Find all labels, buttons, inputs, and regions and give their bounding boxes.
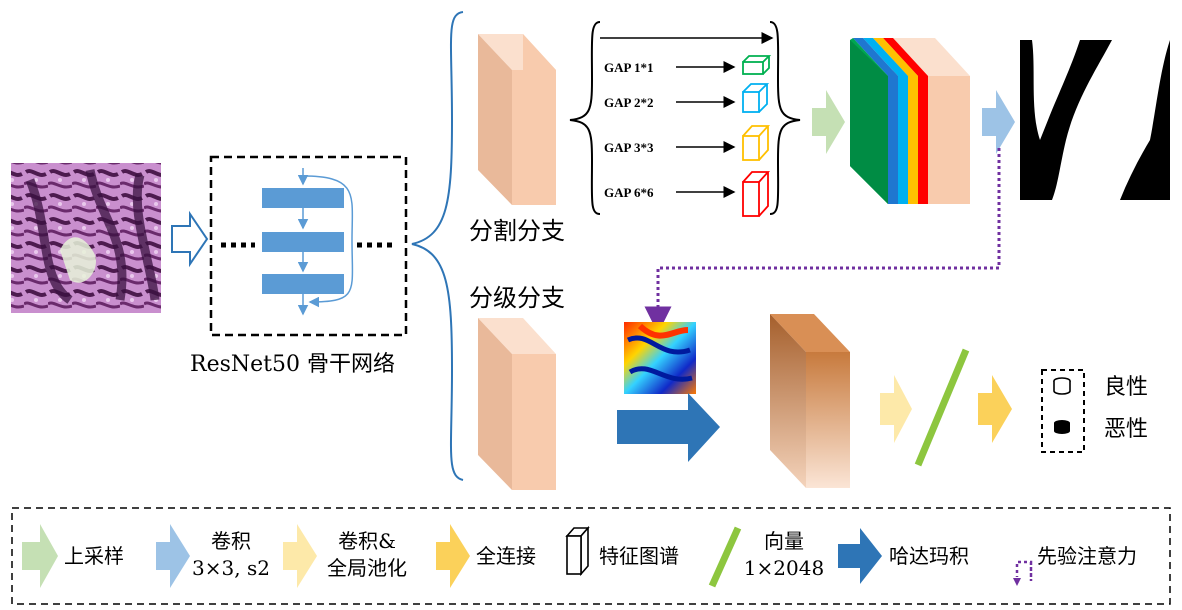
gap-cube-4 <box>742 171 771 217</box>
legend-conv-pool-icon <box>283 524 317 588</box>
fc-arrow <box>978 375 1012 443</box>
legend-box <box>11 507 1171 605</box>
legend-vector-icon <box>708 526 742 588</box>
seg-feature-stack <box>850 38 970 204</box>
legend-feature-map-label: 特征图谱 <box>599 544 679 568</box>
seg-feature-block <box>478 34 556 205</box>
cls-gradient-block <box>770 314 850 488</box>
gap-cube-1 <box>742 55 772 75</box>
gap-left-brace <box>569 21 601 215</box>
legend-conv-pool-label-1: 卷积& <box>338 529 396 553</box>
legend-attention-arrow <box>1013 578 1021 586</box>
legend-hadamard-label: 哈达玛积 <box>889 544 969 568</box>
legend-attention-icon <box>1015 560 1033 581</box>
hadamard-arrow <box>617 393 720 462</box>
gap-label-4: GAP 6*6 <box>604 185 654 200</box>
legend-vector-label-2: 1×2048 <box>743 556 825 580</box>
input-arrow <box>171 210 209 268</box>
upsample-arrow <box>812 90 845 154</box>
gap-cube-2 <box>742 83 770 113</box>
backbone-label: ResNet50 骨干网络 <box>190 352 395 377</box>
gap-cube-3 <box>742 125 771 161</box>
malignant-label: 恶性 <box>1104 417 1149 442</box>
legend-upsample-label: 上采样 <box>64 544 124 568</box>
legend-hadamard-icon <box>838 528 882 584</box>
legend-feature-map-icon <box>565 525 590 577</box>
cls-feature-block <box>478 318 556 490</box>
gap-label-2: GAP 2*2 <box>604 95 654 110</box>
feature-vector <box>914 348 970 467</box>
conv-arrow <box>982 90 1015 154</box>
legend-conv-icon <box>156 524 190 588</box>
classification-branch-label: 分级分支 <box>469 284 565 312</box>
attention-heatmap <box>624 322 696 394</box>
segmentation-branch-label: 分割分支 <box>469 217 565 245</box>
segmentation-mask <box>1020 40 1170 200</box>
gap-label-1: GAP 1*1 <box>604 60 654 75</box>
benign-label: 良性 <box>1104 375 1149 400</box>
legend-conv-label-1: 卷积 <box>211 529 251 553</box>
input-histology-image <box>11 163 161 313</box>
legend-vector-label-1: 向量 <box>764 529 804 553</box>
conv-pool-arrow <box>880 375 912 443</box>
resnet50-backbone <box>209 155 408 337</box>
legend-attention-label: 先验注意力 <box>1037 544 1137 568</box>
prior-attention-path <box>644 148 1001 334</box>
classification-output-box <box>1041 369 1085 453</box>
gap-right-brace <box>769 21 801 215</box>
legend-conv-label-2: 3×3, s2 <box>192 556 270 580</box>
legend-fc-icon <box>436 524 470 588</box>
gap-label-3: GAP 3*3 <box>604 140 654 155</box>
legend-upsample-icon <box>22 524 58 588</box>
branch-brace <box>411 11 464 481</box>
legend-fc-label: 全连接 <box>476 544 536 568</box>
legend-conv-pool-label-2: 全局池化 <box>327 556 407 580</box>
